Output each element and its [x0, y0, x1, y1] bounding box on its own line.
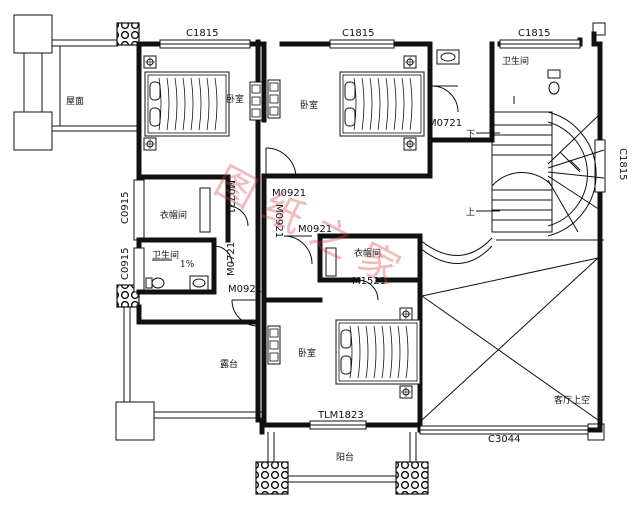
bed-1 [144, 71, 230, 137]
bathroom-2-fixtures [145, 259, 209, 291]
door-code-d4: M0921 [273, 204, 284, 238]
living-void-label: 客厅上空 [554, 394, 590, 406]
nightstand-1a [143, 55, 157, 69]
wardrobe-1 [249, 81, 263, 121]
top-windows [159, 39, 589, 435]
nightstand-3a [399, 307, 413, 321]
staircase: 下 上 [419, 111, 605, 264]
window-code-w5: C0915 [120, 192, 131, 224]
column-balcony-left [255, 461, 289, 495]
window-code-w9: M1521 [352, 276, 386, 287]
watermark: 图纸之家 [207, 158, 419, 300]
column-balcony-right [395, 461, 429, 495]
wardrobe-2 [267, 79, 281, 119]
bed-3 [335, 319, 421, 385]
door-code-d6: M0721 [225, 180, 236, 214]
window-code-w1: C1815 [186, 28, 218, 39]
window-code-w8: TLM1823 [317, 410, 364, 421]
door-d2 [265, 147, 297, 179]
roof-column-top [13, 14, 53, 54]
balcony-area: 阳台 [267, 432, 417, 483]
bedroom-3-label: 卧室 [298, 347, 316, 359]
living-void: 客厅上空 [421, 257, 599, 421]
terrace-area: 露台 [115, 307, 262, 441]
terrace-column [115, 401, 155, 441]
closet-rail-1 [199, 187, 211, 233]
door-code-d7: M0721 [226, 242, 237, 276]
door-w9 [357, 279, 379, 301]
column-top-left [116, 22, 140, 46]
bathroom-1-fixtures [436, 49, 561, 104]
closet-rail-2 [325, 247, 337, 277]
window-code-w4: C1815 [617, 148, 628, 180]
stair-down-label: 下 [466, 130, 475, 140]
bedroom-1-label: 卧室 [226, 93, 244, 105]
door-d3 [283, 235, 313, 265]
room-labels: 卧室 卧室 卧室 卫生间 卫生间 衣帽间 衣帽间 1% [152, 55, 529, 359]
wardrobe-3 [267, 325, 281, 365]
bed-2 [339, 71, 425, 137]
nightstand-3b [399, 385, 413, 399]
door-code-d2: M0921 [272, 188, 306, 199]
door-code-d3: M0921 [298, 224, 332, 235]
terrace-label: 露台 [220, 358, 238, 370]
closet-2-label: 衣帽间 [354, 247, 381, 259]
window-code-w3: C1815 [518, 28, 550, 39]
door-d7 [213, 245, 233, 265]
door-code-d1: M0721 [428, 118, 462, 129]
door-d1 [431, 85, 459, 113]
window-code-w7: C3044 [488, 434, 520, 445]
doors [213, 85, 459, 327]
roof-area: 屋面 [13, 14, 138, 151]
bathroom-2-label: 卫生间 [152, 249, 179, 261]
codes: C1815 C1815 C1815 C1815 C0915 C0915 C304… [120, 28, 628, 445]
nightstand-2a [403, 55, 417, 69]
door-code-d5: M0921 [228, 284, 262, 295]
window-code-w2: C1815 [342, 28, 374, 39]
door-d5 [231, 299, 259, 327]
balcony-label: 阳台 [336, 451, 354, 463]
door-d6 [227, 205, 249, 227]
nightstand-1b [143, 137, 157, 151]
roof-label: 屋面 [66, 96, 84, 107]
closet-1-label: 衣帽间 [160, 209, 187, 221]
bathroom-1-label: 卫生间 [502, 55, 529, 67]
nightstand-2b [403, 137, 417, 151]
stair-up-label: 上 [466, 207, 475, 218]
bedroom-2-label: 卧室 [300, 99, 318, 111]
slope-label: 1% [180, 260, 195, 270]
roof-column-bottom [13, 111, 53, 151]
window-code-w6: C0915 [120, 248, 131, 280]
